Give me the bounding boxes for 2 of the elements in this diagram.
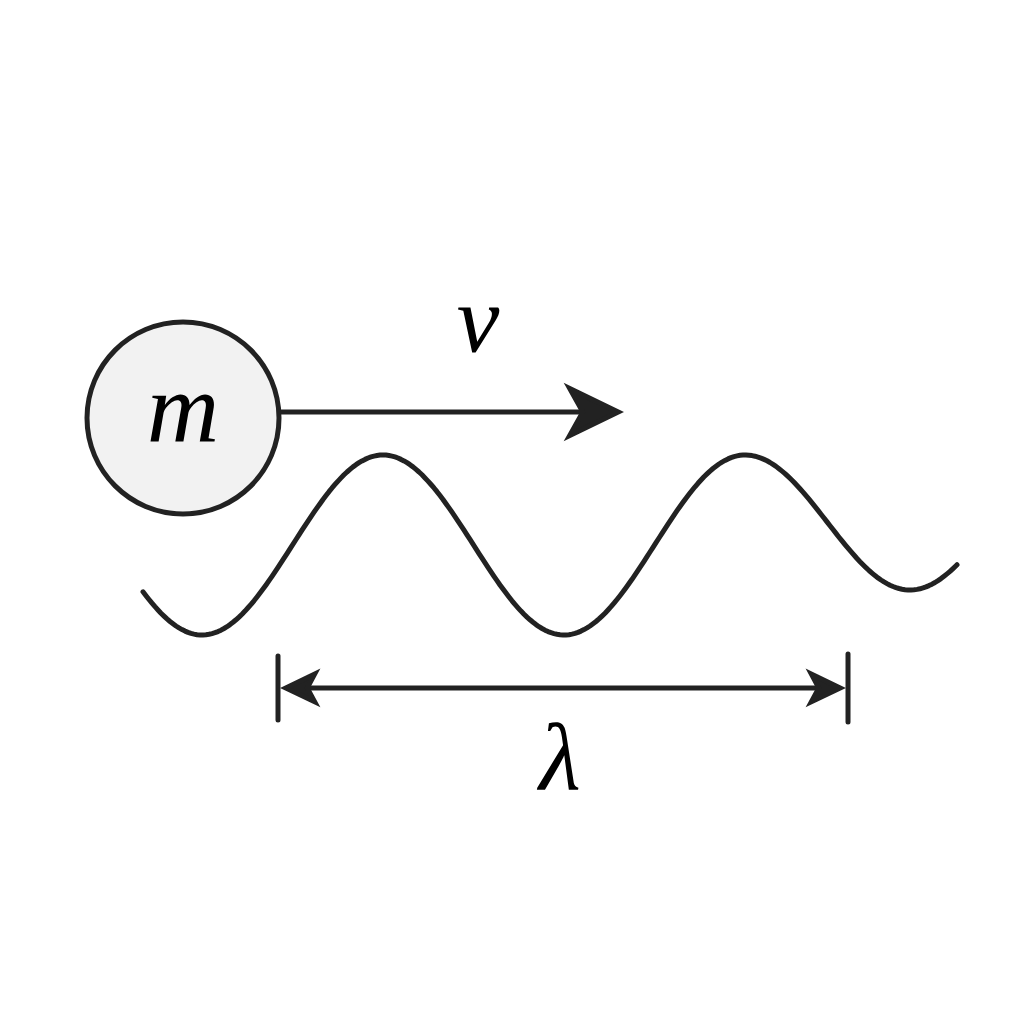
velocity-label: v [458,307,500,353]
wavelength-label: λ [536,722,579,790]
